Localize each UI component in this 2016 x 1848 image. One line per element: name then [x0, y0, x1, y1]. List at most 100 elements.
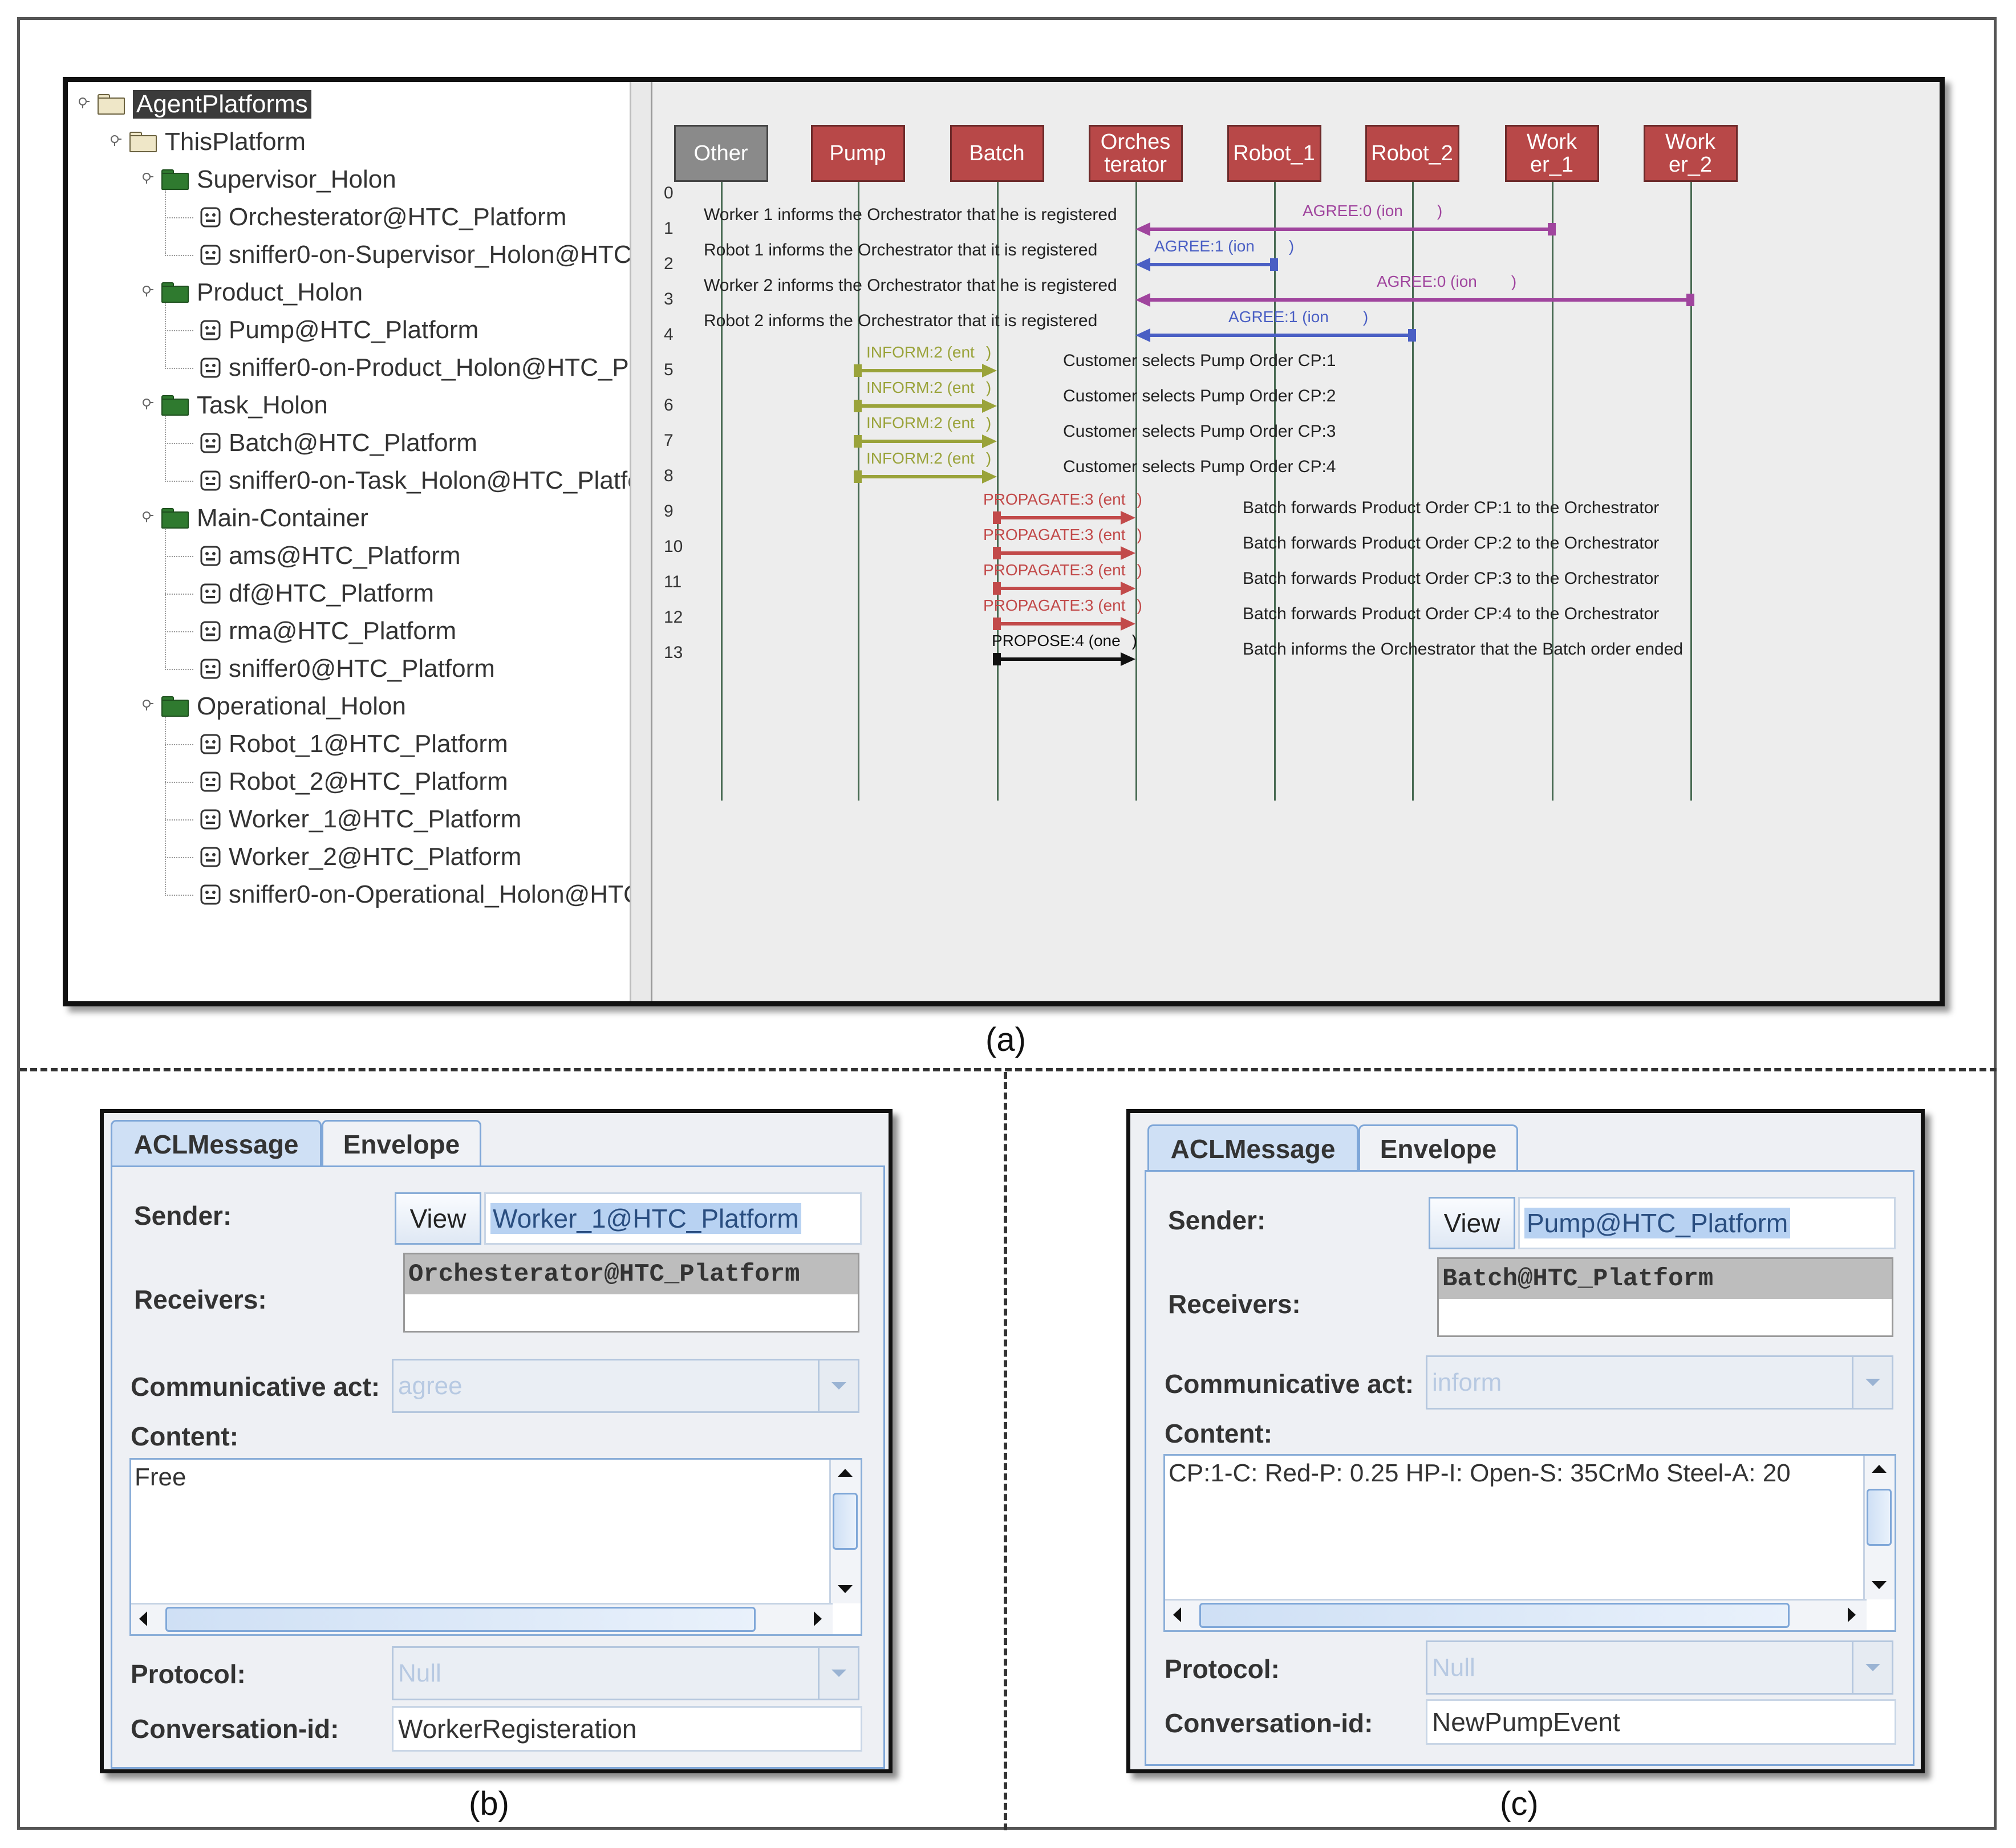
- tree-node-agent[interactable]: sniffer0-on-Product_Holon@HTC_Platform: [200, 350, 630, 385]
- message-label-close: ): [985, 449, 992, 467]
- scroll-up-icon[interactable]: [837, 1467, 854, 1478]
- lifeline-box[interactable]: Robot_1: [1227, 125, 1321, 182]
- tree-toggle-icon[interactable]: [78, 97, 90, 108]
- lifeline: [1412, 182, 1414, 801]
- content-textarea[interactable]: CP:1-C: Red-P: 0.25 HP-I: Open-S: 35CrMo…: [1163, 1454, 1896, 1632]
- tree-node-agent[interactable]: Worker_1@HTC_Platform: [200, 802, 521, 837]
- tree-connector: [165, 819, 193, 821]
- scroll-left-icon[interactable]: [137, 1610, 148, 1627]
- tree-node-label: sniffer0-on-Supervisor_Holon@HTC_Platfor…: [229, 241, 630, 269]
- tree-node-agent[interactable]: Robot_2@HTC_Platform: [200, 764, 508, 799]
- tree-node-agent[interactable]: sniffer0-on-Task_Holon@HTC_Platform: [200, 463, 630, 498]
- lifeline-box[interactable]: Work er_2: [1643, 125, 1738, 182]
- tree-toggle-icon[interactable]: [142, 172, 153, 184]
- lifeline-box[interactable]: Other: [674, 125, 768, 182]
- agent-icon: [200, 659, 221, 679]
- tab-aclmessage[interactable]: ACLMessage: [1147, 1124, 1358, 1171]
- tree-toggle-icon[interactable]: [142, 398, 153, 409]
- tree-node-agent[interactable]: rma@HTC_Platform: [200, 614, 456, 649]
- scroll-up-icon[interactable]: [1871, 1463, 1888, 1474]
- sender-field[interactable]: Worker_1@HTC_Platform: [484, 1192, 862, 1245]
- arrowhead: [982, 399, 997, 413]
- tab-aclmessage[interactable]: ACLMessage: [111, 1120, 322, 1167]
- tree-node-agent[interactable]: sniffer0@HTC_Platform: [200, 651, 495, 687]
- message-label: PROPAGATE:3 (ent): [983, 596, 1142, 615]
- tree-node-container[interactable]: Operational_Holon: [161, 689, 406, 724]
- tree-node-agent[interactable]: sniffer0-on-Operational_Holon@HTC_Platfo…: [200, 877, 630, 912]
- communicative-act-select[interactable]: agree: [392, 1359, 859, 1413]
- folder-icon: [161, 282, 189, 303]
- view-sender-button[interactable]: View: [395, 1192, 481, 1245]
- tree-node-agent[interactable]: Orchesterator@HTC_Platform: [200, 200, 566, 235]
- tab-envelope[interactable]: Envelope: [1358, 1124, 1518, 1171]
- tree-toggle-icon[interactable]: [142, 511, 153, 522]
- sender-field[interactable]: Pump@HTC_Platform: [1518, 1197, 1896, 1249]
- lifeline-box[interactable]: Pump: [810, 125, 905, 182]
- tree-toggle-icon[interactable]: [142, 699, 153, 710]
- conversation-id-field[interactable]: WorkerRegisteration: [392, 1706, 862, 1752]
- chevron-down-icon[interactable]: [818, 1360, 858, 1411]
- tree-node-agent[interactable]: df@HTC_Platform: [200, 576, 434, 611]
- tree-node-agent[interactable]: sniffer0-on-Supervisor_Holon@HTC_Platfor…: [200, 237, 630, 273]
- lifeline-box[interactable]: Robot_2: [1365, 125, 1459, 182]
- horizontal-scroll-thumb[interactable]: [1199, 1603, 1790, 1628]
- folder-icon: [161, 508, 189, 529]
- tree-node-agentplatforms[interactable]: AgentPlatforms: [98, 87, 311, 122]
- protocol-select[interactable]: Null: [1426, 1640, 1893, 1695]
- protocol-select[interactable]: Null: [392, 1646, 859, 1700]
- tree-node-container[interactable]: Task_Holon: [161, 388, 328, 423]
- tree-toggle-icon[interactable]: [142, 285, 153, 297]
- scroll-left-icon[interactable]: [1171, 1606, 1182, 1623]
- content-vertical-scrollbar[interactable]: [1863, 1456, 1895, 1599]
- row-number: 5: [664, 360, 674, 379]
- horizontal-scroll-thumb[interactable]: [165, 1607, 756, 1632]
- tree-node-container[interactable]: Main-Container: [161, 501, 368, 536]
- tree-node-agent[interactable]: Batch@HTC_Platform: [200, 425, 477, 461]
- tree-node-agent[interactable]: Worker_2@HTC_Platform: [200, 839, 521, 875]
- caption-c: (c): [1500, 1785, 1539, 1822]
- acl-message-dialog-b: ACLMessage Envelope Sender: View Worker_…: [100, 1109, 893, 1773]
- receiver-item[interactable]: Orchesterator@HTC_Platform: [405, 1254, 858, 1294]
- lifeline-box[interactable]: Work er_1: [1504, 125, 1599, 182]
- receivers-label: Receivers:: [134, 1285, 267, 1314]
- view-sender-button[interactable]: View: [1429, 1197, 1515, 1249]
- tree-node-thisplatform[interactable]: ThisPlatform: [129, 124, 306, 160]
- tree-node-container[interactable]: Supervisor_Holon: [161, 162, 396, 197]
- content-vertical-scrollbar[interactable]: [829, 1460, 861, 1603]
- receiver-item[interactable]: Batch@HTC_Platform: [1439, 1259, 1892, 1299]
- content-horizontal-scrollbar[interactable]: [131, 1603, 833, 1634]
- tree-node-label: sniffer0@HTC_Platform: [229, 655, 495, 683]
- tree-node-agent[interactable]: ams@HTC_Platform: [200, 538, 461, 574]
- tree-node-agent[interactable]: Pump@HTC_Platform: [200, 312, 478, 348]
- split-pane-divider[interactable]: [630, 82, 652, 1001]
- lifeline-box[interactable]: Batch: [950, 125, 1044, 182]
- scroll-down-icon[interactable]: [1871, 1580, 1888, 1591]
- receivers-list[interactable]: Batch@HTC_Platform: [1437, 1257, 1893, 1337]
- row-number: 4: [664, 325, 674, 344]
- vertical-scroll-thumb[interactable]: [833, 1493, 858, 1550]
- receivers-list[interactable]: Orchesterator@HTC_Platform: [403, 1253, 859, 1333]
- scroll-right-icon[interactable]: [1847, 1606, 1858, 1623]
- scroll-right-icon[interactable]: [813, 1610, 824, 1627]
- tree-node-container[interactable]: Product_Holon: [161, 275, 363, 310]
- agent-icon: [200, 621, 221, 641]
- conversation-id-field[interactable]: NewPumpEvent: [1426, 1699, 1896, 1745]
- tree-node-agent[interactable]: Robot_1@HTC_Platform: [200, 726, 508, 762]
- message-label-text: INFORM:2 (ent: [866, 343, 975, 361]
- lifeline: [1552, 182, 1553, 801]
- tree-connector: [165, 255, 193, 256]
- tab-envelope[interactable]: Envelope: [322, 1120, 481, 1167]
- tree-toggle-icon[interactable]: [110, 135, 121, 146]
- receivers-label: Receivers:: [1168, 1289, 1301, 1319]
- message-description: Batch forwards Product Order CP:3 to the…: [1243, 569, 1660, 588]
- lifeline-box[interactable]: Orches terator: [1088, 125, 1183, 182]
- content-horizontal-scrollbar[interactable]: [1165, 1599, 1867, 1630]
- chevron-down-icon[interactable]: [1852, 1642, 1892, 1693]
- chevron-down-icon[interactable]: [818, 1648, 858, 1699]
- vertical-scroll-thumb[interactable]: [1867, 1489, 1892, 1546]
- chevron-down-icon[interactable]: [1852, 1357, 1892, 1408]
- scroll-down-icon[interactable]: [837, 1584, 854, 1595]
- content-textarea[interactable]: Free: [129, 1458, 862, 1636]
- caption-a: (a): [985, 1021, 1026, 1058]
- communicative-act-select[interactable]: inform: [1426, 1355, 1893, 1410]
